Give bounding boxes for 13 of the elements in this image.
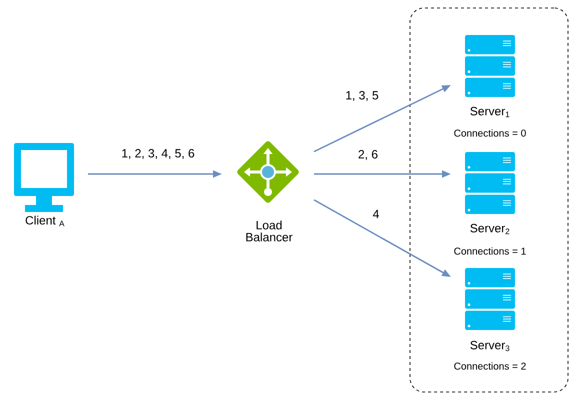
connection-count: Connections = 1	[454, 247, 526, 255]
connection-count: Connections = 0	[454, 129, 526, 137]
node-label: Server$_{1}$	[470, 106, 510, 118]
node-label: Server$_{2}$	[470, 224, 510, 234]
edge-label: 1, 2, 3, 4, 5, 6	[122, 149, 194, 159]
edge-label: 4	[372, 210, 379, 218]
group-box	[410, 8, 568, 392]
node-label: Client $_{A}$	[26, 216, 64, 226]
connection-count: Connections = 2	[454, 362, 526, 370]
edge-label: 1, 3, 5	[346, 91, 378, 101]
edge-label: 2, 6	[358, 150, 378, 160]
node-label: Load Balancer	[246, 220, 292, 242]
node-label: Server$_{3}$	[470, 340, 510, 352]
